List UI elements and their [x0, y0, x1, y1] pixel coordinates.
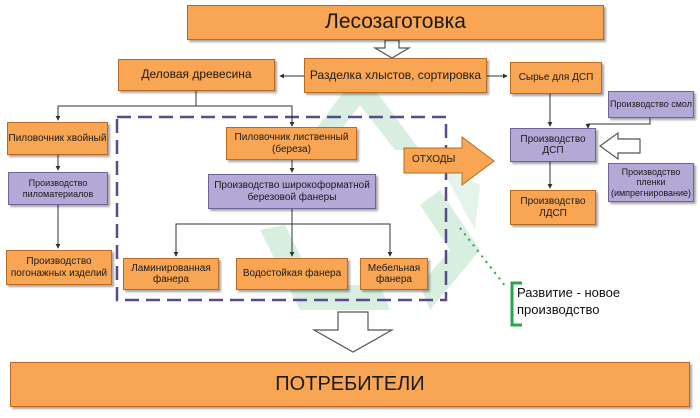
consumers-bar: ПОТРЕБИТЕЛИ [10, 362, 690, 407]
node-proizv-faneri: Производство широкоформатной березовой ф… [208, 174, 376, 209]
node-mebelnaya: Мебельная фанера [360, 258, 428, 290]
node-pilovochnik-hvoiny: Пиловочник хвойный [7, 122, 108, 155]
node-laminirovannaya: Ламинированная фанера [123, 258, 219, 290]
node-razdelka: Разделка хлыстов, сортировка [304, 58, 487, 93]
node-delovaya: Деловая древесина [118, 59, 275, 91]
node-proizv-dsp: Производство ДСП [510, 128, 596, 162]
node-syrye-dsp: Сырье для ДСП [510, 62, 602, 94]
title-lesozagotovka: Лесозаготовка [187, 5, 604, 40]
node-proizv-smol: Производство смол [608, 91, 694, 118]
node-pilovochnik-list: Пиловочник лиственный (береза) [226, 127, 357, 160]
node-proizv-pilomat: Производство пиломатериалов [8, 172, 108, 205]
node-vodostoikaya: Водостойкая фанера [236, 258, 348, 290]
node-othody: ОТХОДЫ [412, 154, 456, 165]
node-proizv-pogon: Производство погонажных изделий [6, 250, 112, 285]
development-label: Развитие - новое производство [517, 285, 621, 317]
node-proizv-plenki: Производство пленки (импрегнирование) [608, 163, 694, 202]
node-proizv-ldsp: Производство ЛДСП [510, 190, 596, 225]
